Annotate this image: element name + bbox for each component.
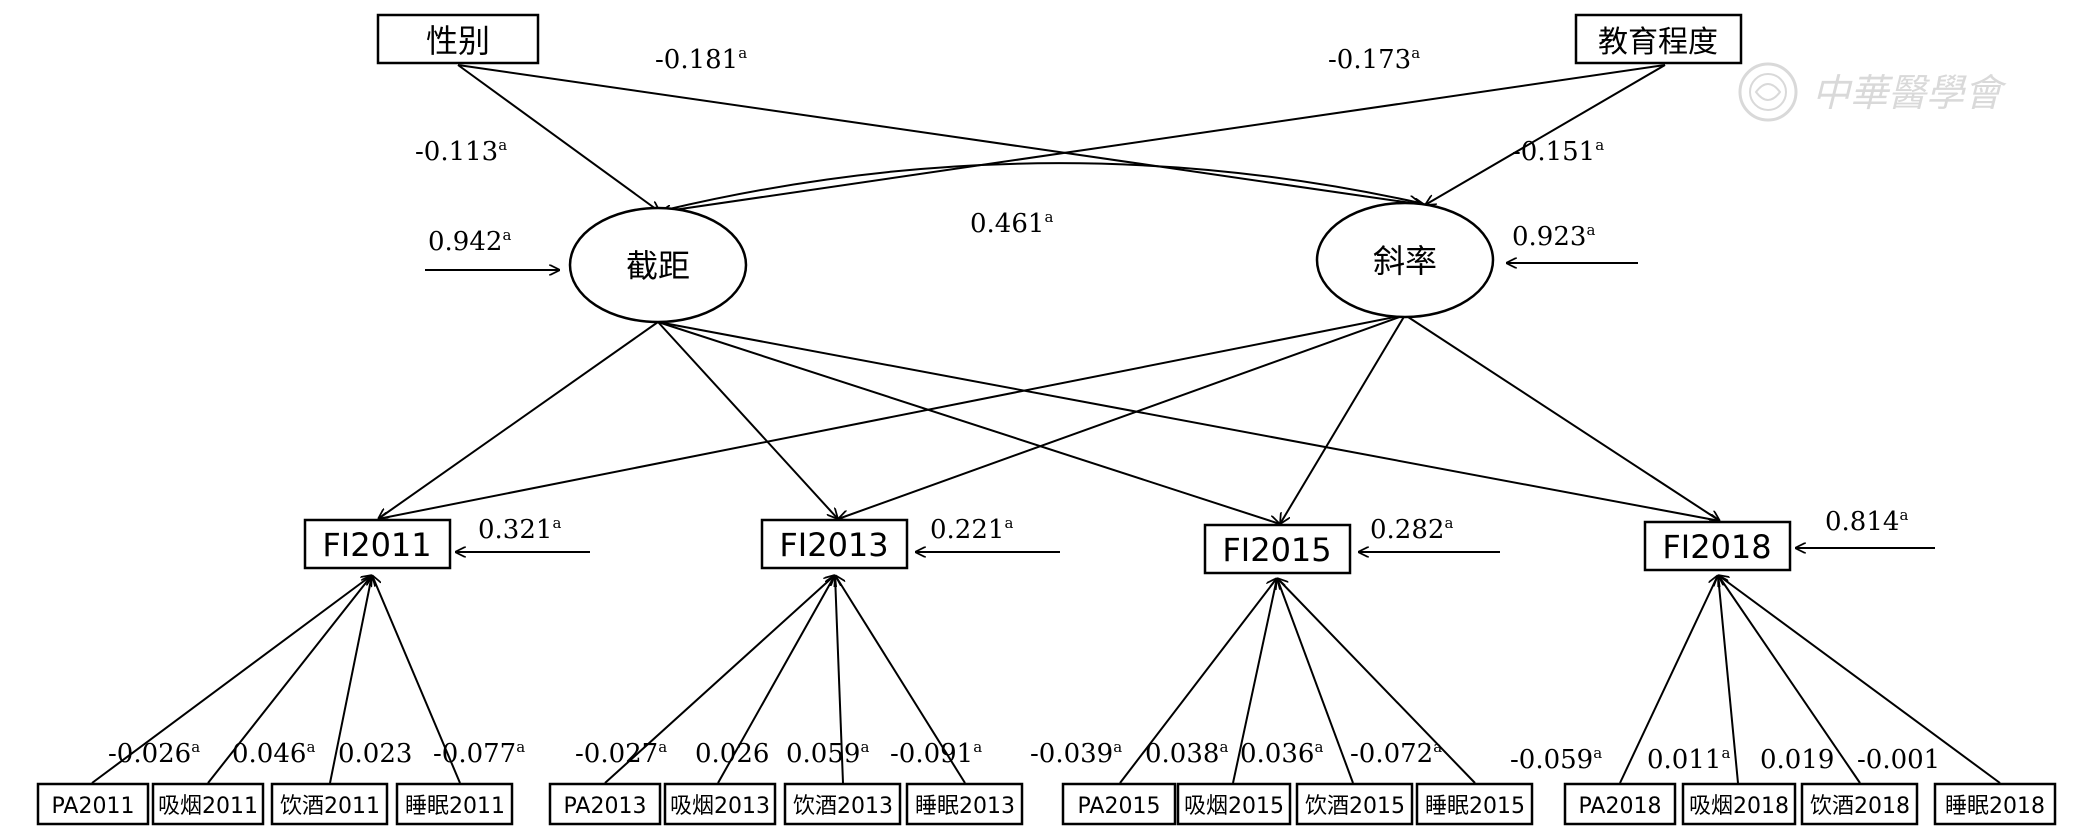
coef-drink2018: 0.019 <box>1760 745 1834 775</box>
edge-pa2018 <box>1619 575 1718 784</box>
intercept-node: 截距 <box>568 206 748 324</box>
coef-covariance: 0.461a <box>970 208 1053 239</box>
drink2015-label: 饮酒2015 <box>1305 794 1405 819</box>
sleep2013-label: 睡眠2013 <box>915 794 1015 819</box>
edge-gender-intercept <box>457 64 660 212</box>
seal-logo-icon <box>1738 62 1798 122</box>
drink2011-label: 饮酒2011 <box>280 794 380 819</box>
fi2015-label: FI2015 <box>1222 531 1331 569</box>
coef-pa2013: -0.027a <box>575 738 667 769</box>
coef-pa2011: -0.026a <box>108 738 200 769</box>
edge-pa2013 <box>604 575 835 784</box>
edge-pa2011 <box>91 575 372 784</box>
bottom-covariates: PA2011 吸烟2011 饮酒2011 睡眠2011 PA2013 吸烟201… <box>36 782 2057 826</box>
smoke2018-label: 吸烟2018 <box>1689 794 1789 819</box>
coef-smoke2013: 0.026 <box>695 739 769 769</box>
slope-label: 斜率 <box>1373 242 1437 280</box>
coef-drink2015: 0.036a <box>1240 738 1323 769</box>
edges <box>91 64 2001 784</box>
edge-drink2018 <box>1718 575 1861 784</box>
slope-node: 斜率 <box>1315 201 1495 319</box>
edge-pa2015 <box>1119 578 1277 784</box>
coef-edu-slope: -0.151a <box>1512 136 1604 167</box>
sleep2015-label: 睡眠2015 <box>1425 794 1525 819</box>
education-node: 教育程度 <box>1574 13 1743 65</box>
coef-sleep2011: -0.077a <box>433 738 525 769</box>
coef-sleep2015: -0.072a <box>1350 738 1442 769</box>
edge-drink2013 <box>835 575 844 784</box>
coef-edu-intercept: -0.173a <box>1328 44 1420 75</box>
coef-sleep2018: -0.001 <box>1857 745 1940 775</box>
edge-sleep2018 <box>1718 575 2001 784</box>
coef-gender-intercept: -0.113a <box>415 136 507 167</box>
edge-slope-fi2013 <box>838 314 1406 519</box>
pa2013-label: PA2013 <box>564 794 647 819</box>
edge-sleep2011 <box>372 575 461 784</box>
coef-fi2011-resid: 0.321a <box>478 514 561 545</box>
watermark-text: 中華醫學會 <box>1812 71 2007 115</box>
coef-fi2015-resid: 0.282a <box>1370 514 1453 545</box>
education-label: 教育程度 <box>1598 25 1718 60</box>
edge-smoke2013 <box>717 575 835 784</box>
intercept-label: 截距 <box>626 247 690 285</box>
coef-pa2018: -0.059a <box>1510 744 1602 775</box>
fi2018-label: FI2018 <box>1662 528 1771 566</box>
edge-smoke2011 <box>207 575 372 784</box>
smoke2011-label: 吸烟2011 <box>158 794 258 819</box>
smoke2013-label: 吸烟2013 <box>670 794 770 819</box>
edge-intercept-fi2013 <box>657 321 838 519</box>
coefficient-labels: -0.181a -0.173a -0.113a -0.151a 0.461a 0… <box>108 44 1940 775</box>
watermark: 中華醫學會 <box>1738 62 2007 122</box>
fi2018-node: FI2018 <box>1643 520 1792 572</box>
coef-fi2013-resid: 0.221a <box>930 514 1013 545</box>
edge-sleep2013 <box>835 575 966 784</box>
edge-slope-fi2011 <box>378 314 1406 519</box>
edge-drink2011 <box>329 575 372 784</box>
fi2015-node: FI2015 <box>1203 523 1352 575</box>
edge-drink2015 <box>1277 578 1354 784</box>
sleep2011-label: 睡眠2011 <box>405 794 505 819</box>
fi2011-node: FI2011 <box>303 518 452 570</box>
pa2018-label: PA2018 <box>1579 794 1662 819</box>
coef-slope-resid: 0.923a <box>1512 221 1595 252</box>
pa2015-label: PA2015 <box>1078 794 1161 819</box>
gender-node: 性别 <box>376 13 540 65</box>
edge-slope-fi2018 <box>1404 314 1720 521</box>
edge-smoke2018 <box>1718 575 1739 784</box>
edge-edu-intercept <box>660 64 1666 212</box>
coef-pa2015: -0.039a <box>1030 738 1122 769</box>
fi2013-node: FI2013 <box>760 518 909 570</box>
coef-smoke2015: 0.038a <box>1145 738 1228 769</box>
coef-gender-slope: -0.181a <box>655 44 747 75</box>
edge-intercept-fi2015 <box>657 321 1280 524</box>
coef-sleep2013: -0.091a <box>890 738 982 769</box>
coef-drink2011: 0.023 <box>338 739 412 769</box>
edge-smoke2015 <box>1232 578 1277 784</box>
drink2018-label: 饮酒2018 <box>1810 794 1910 819</box>
edge-covariance <box>665 162 1420 210</box>
edge-sleep2015 <box>1277 578 1476 784</box>
coef-smoke2018: 0.011a <box>1647 744 1730 775</box>
edge-slope-fi2015 <box>1280 314 1406 524</box>
edge-edu-slope <box>1425 64 1666 205</box>
coef-fi2018-resid: 0.814a <box>1825 506 1908 537</box>
coef-smoke2011: 0.046a <box>232 738 315 769</box>
coef-drink2013: 0.059a <box>786 738 869 769</box>
pa2011-label: PA2011 <box>52 794 135 819</box>
coef-intercept-resid: 0.942a <box>428 226 511 257</box>
edge-intercept-fi2011 <box>378 321 659 519</box>
edge-intercept-fi2018 <box>657 321 1720 521</box>
sleep2018-label: 睡眠2018 <box>1945 794 2045 819</box>
fi2013-label: FI2013 <box>779 526 888 564</box>
gender-label: 性别 <box>426 22 490 60</box>
smoke2015-label: 吸烟2015 <box>1184 794 1284 819</box>
drink2013-label: 饮酒2013 <box>793 794 893 819</box>
fi2011-label: FI2011 <box>322 526 431 564</box>
edge-gender-slope <box>457 64 1425 205</box>
